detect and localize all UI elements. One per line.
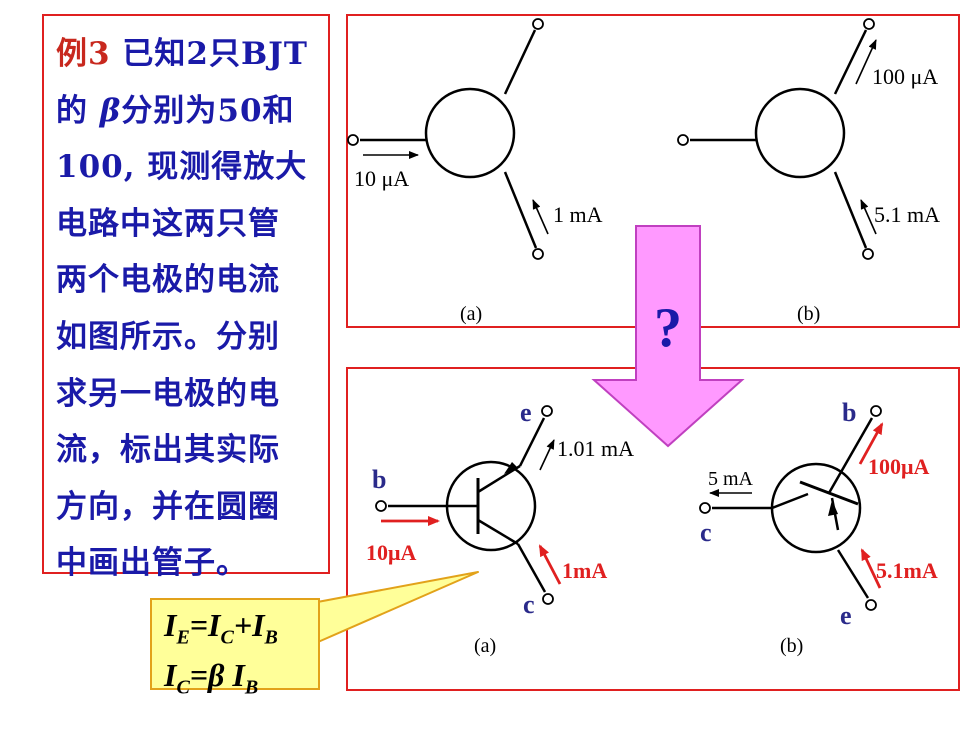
lead-top-a (503, 29, 537, 95)
caption-top-b: (b) (797, 303, 820, 325)
transition-arrow (591, 225, 745, 448)
terminal-left-b (677, 134, 689, 146)
transistor-circle-b2 (770, 462, 862, 554)
bottom-circuit-a (375, 405, 554, 605)
terminal-collector-b2 (699, 502, 711, 514)
terminal-label-e-a2: e (520, 398, 532, 427)
terminal-label-c-a2: c (523, 590, 535, 619)
lead-bottom-b (833, 171, 868, 249)
arrow-base-current-b2 (858, 422, 884, 465)
terminal-emitter-a2 (541, 405, 553, 417)
beta-symbol: β (99, 92, 122, 129)
example-label: 例3 (56, 36, 111, 72)
terminal-emitter-b2 (865, 599, 877, 611)
formula-callout: IE=IC+IB IC=β IB (150, 598, 320, 699)
terminal-base-a2 (375, 500, 387, 512)
terminal-left-a (347, 134, 359, 146)
terminal-label-c-b2: c (700, 518, 712, 547)
emitter-arrowhead-a2 (504, 462, 518, 474)
label-top-current-b: 100 μA (872, 64, 938, 89)
question-mark: ? (654, 297, 682, 359)
arrow-emitter-current-b2 (860, 548, 882, 589)
collector-inner-b2 (771, 492, 809, 510)
emitter-lead-a2 (518, 417, 546, 467)
collector-inner-a2 (477, 518, 519, 546)
arrow-collector-current-a2 (538, 544, 562, 585)
collector-lead-a2 (516, 543, 547, 593)
caption-bottom-a: (a) (474, 635, 496, 657)
top-circuit-a (347, 18, 544, 260)
caption-top-a: (a) (460, 303, 482, 325)
label-left-current-a: 10 μA (354, 166, 409, 191)
terminal-label-e-b2: e (840, 601, 852, 630)
base-lead-b2 (827, 417, 874, 494)
bottom-circuit-b (699, 405, 882, 611)
terminal-label-b-b2: b (842, 398, 856, 427)
transistor-circle-a (424, 87, 516, 179)
terminal-bottom-b (862, 248, 874, 260)
label-emitter-current-a2: 1.01 mA (557, 436, 634, 461)
formula-line-2: IC=β IB (164, 657, 259, 699)
label-base-current-a2: 10μA (366, 540, 416, 565)
terminal-top-b (863, 18, 875, 30)
label-emitter-current-b2: 5.1mA (876, 558, 938, 583)
callout-pointer (295, 571, 479, 643)
arrow-bottom-current-a (532, 199, 549, 235)
lead-bottom-a (503, 171, 538, 249)
label-collector-current-a2: 1mA (562, 558, 607, 583)
emitter-arrowhead-b2 (828, 500, 838, 516)
top-circuit-b (677, 18, 875, 260)
lead-top-b (833, 29, 868, 95)
terminal-collector-a2 (542, 593, 554, 605)
terminal-base-b2 (870, 405, 882, 417)
emitter-lead-b2 (836, 549, 870, 599)
arrow-bottom-current-b (860, 199, 877, 235)
label-bottom-current-b: 5.1 mA (874, 202, 940, 227)
arrow-top-current-b (855, 39, 877, 85)
label-collector-current-b2: 5 mA (708, 468, 754, 490)
label-base-current-b2: 100μA (868, 454, 929, 479)
arrow-emitter-current-a2 (539, 439, 555, 471)
terminal-bottom-a (532, 248, 544, 260)
emitter-inner-a2 (477, 464, 521, 494)
terminal-label-b-a2: b (372, 465, 386, 494)
terminal-top-a (532, 18, 544, 30)
label-bottom-current-a: 1 mA (553, 202, 603, 227)
formula-line-1: IE=IC+IB (164, 607, 278, 649)
caption-bottom-b: (b) (780, 635, 803, 657)
transistor-circle-b (754, 87, 846, 179)
